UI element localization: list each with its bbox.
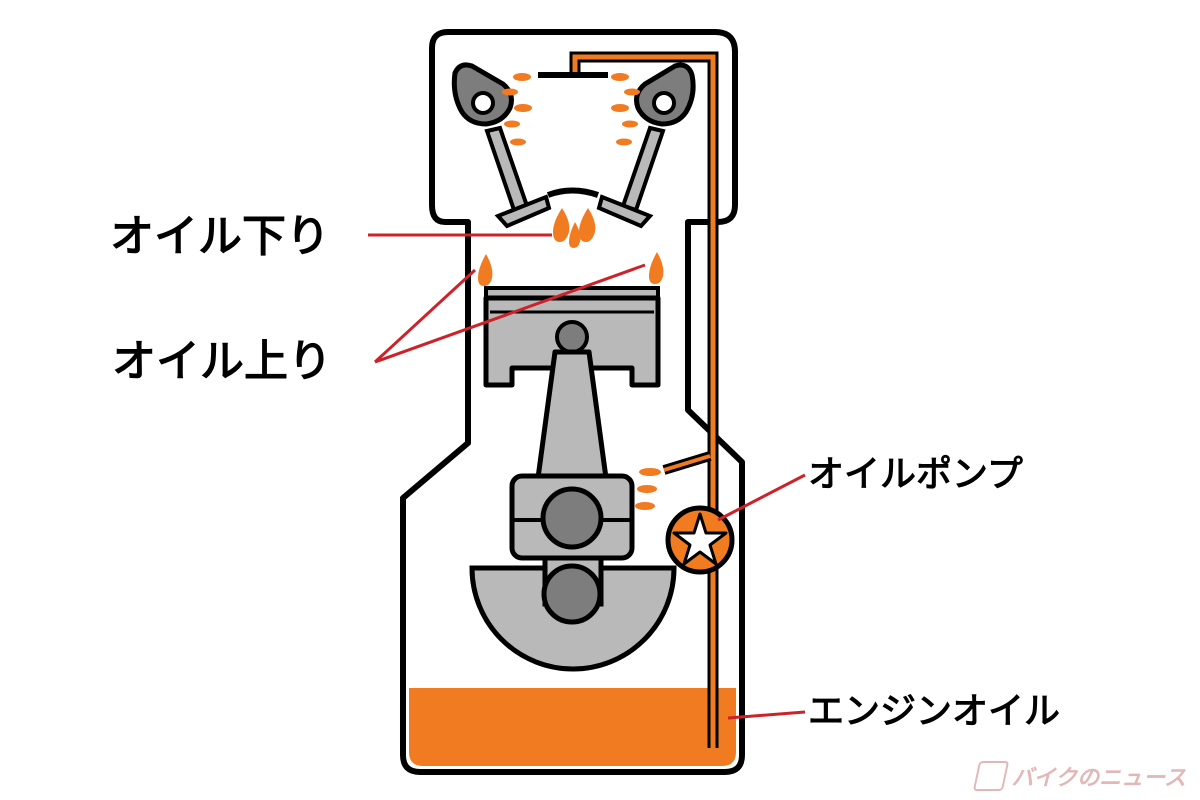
oil-drop — [611, 73, 629, 81]
oil-drop — [553, 208, 570, 242]
exhaust-valve-head — [596, 194, 654, 229]
oil-drop — [611, 104, 629, 112]
oil-drop — [510, 138, 526, 146]
oil-drops-crank — [635, 468, 661, 510]
oil-drop — [513, 73, 531, 81]
oil-drop — [616, 138, 632, 146]
oil-drop — [649, 252, 664, 284]
oil-drops-up — [478, 252, 664, 286]
oil-drop — [639, 468, 661, 476]
oil-drops-down — [553, 208, 596, 248]
intake-cam-shaft — [471, 91, 495, 115]
label-oil-pump: オイルポンプ — [808, 454, 1023, 495]
label-oil-up: オイル上り — [112, 336, 332, 387]
leader-engine-oil — [727, 710, 806, 720]
oil-pipe-crank-branch-fill — [663, 454, 711, 472]
logo-text: バイクのニュース — [1011, 766, 1186, 791]
oil-drop — [579, 208, 596, 242]
oil-pipe-fill — [572, 54, 716, 748]
intake-valve — [451, 62, 552, 229]
oil-drop — [478, 254, 493, 286]
crank-pin — [540, 486, 604, 550]
oil-drop — [637, 485, 657, 493]
oil-drop — [569, 222, 581, 248]
leader-oil-up-left — [373, 268, 477, 364]
intake-valve-head — [494, 194, 552, 229]
piston-pin — [555, 320, 589, 354]
oil-drops-head — [502, 73, 640, 146]
star-rotor-icon — [672, 512, 728, 566]
label-engine-oil: エンジンオイル — [808, 691, 1061, 732]
oil-drop — [504, 120, 520, 128]
exhaust-valve — [596, 62, 696, 229]
oil-drop — [622, 120, 638, 128]
oil-drop — [624, 88, 640, 96]
oil-drop — [502, 88, 518, 96]
leader-oil-up-right — [374, 263, 646, 364]
oil-drop — [635, 502, 655, 510]
oil-drop — [514, 104, 532, 112]
combustion-chamber-roof — [546, 187, 599, 198]
label-oil-down: オイル下り — [110, 211, 330, 262]
oil-pump — [665, 505, 735, 575]
logo-badge-icon — [972, 761, 1009, 791]
leader-oil-pump — [717, 473, 806, 522]
crank-main-journal — [541, 563, 603, 625]
engine-oil-pool — [409, 688, 736, 766]
exhaust-cam-shaft — [652, 91, 676, 115]
leader-lines — [368, 233, 806, 720]
site-logo: バイクのニュース — [972, 760, 1186, 792]
